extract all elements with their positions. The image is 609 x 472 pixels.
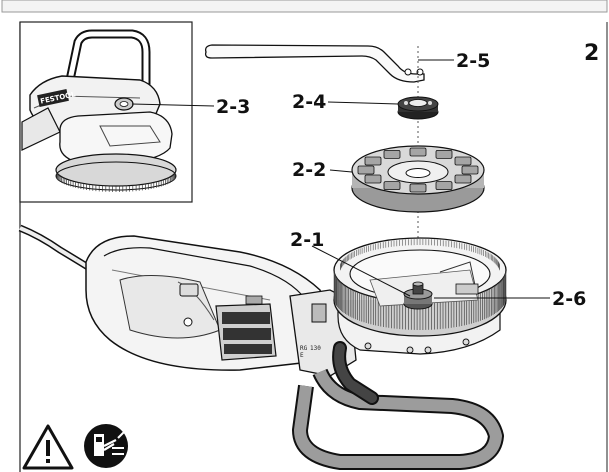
housing-mark-2: 130: [310, 345, 321, 352]
figure-number: 2: [584, 41, 599, 66]
main-machine: RG 130 E: [18, 224, 507, 470]
housing-mark-1: RG: [300, 345, 308, 352]
diamond-cup-disc: [351, 145, 485, 213]
hood-bolts: [364, 338, 470, 354]
callout-2-1: 2-1: [290, 229, 324, 251]
callout-2-3: 2-3: [216, 96, 250, 118]
clamping-nut: [397, 96, 439, 120]
on-off-switch[interactable]: [179, 283, 199, 297]
inset-panel: FESTOOL 2-3: [19, 21, 250, 203]
unplug-icon: [84, 424, 128, 468]
callout-2-2: 2-2: [292, 159, 326, 181]
warning-icon: [22, 424, 74, 470]
header-strip: [1, 0, 608, 13]
drive-spindle: [403, 281, 433, 310]
callout-2-4: 2-4: [292, 91, 326, 113]
callout-2-6: 2-6: [552, 288, 586, 310]
callout-2-5: 2-5: [456, 50, 490, 72]
inset-machine: FESTOOL: [21, 29, 177, 192]
vent-panel: [215, 303, 277, 361]
spanner-wrench: [204, 44, 425, 83]
housing-mark-3: E: [300, 352, 304, 359]
